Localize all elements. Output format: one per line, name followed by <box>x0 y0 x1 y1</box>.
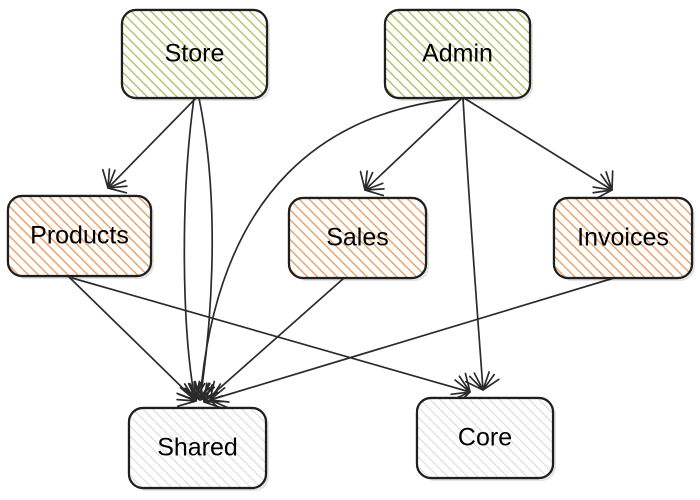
edge-store-to-products <box>101 97 197 194</box>
node-label: Products <box>30 222 129 250</box>
node-sales[interactable]: Sales <box>287 196 429 281</box>
node-fill <box>287 196 428 280</box>
edge-invoices-to-shared <box>209 277 615 414</box>
edge-sales-to-shared <box>199 277 345 409</box>
node-fill <box>552 196 694 280</box>
arrow-head-icon <box>101 168 128 194</box>
node-fill <box>6 194 153 278</box>
node-products[interactable]: Products <box>6 194 154 279</box>
node-label: Shared <box>157 434 238 462</box>
edge-products-to-shared <box>67 275 202 408</box>
node-fill <box>120 8 269 100</box>
edge-line <box>462 97 484 391</box>
edge-products-to-core <box>71 277 471 407</box>
arrow-head-icon <box>176 381 202 408</box>
node-invoices[interactable]: Invoices <box>552 196 695 281</box>
edge-line <box>199 97 463 401</box>
edge-admin-to-sales <box>359 97 463 197</box>
edge-line <box>198 97 214 401</box>
arrow-head-icon <box>359 170 385 197</box>
node-label: Admin <box>422 40 493 68</box>
edge-line <box>463 97 613 191</box>
edge-store-to-shared <box>184 97 219 401</box>
arrow-head-icon <box>450 372 471 407</box>
edge-layer <box>67 97 615 414</box>
edge-line <box>67 275 197 402</box>
edge-line <box>71 277 471 393</box>
node-label: Sales <box>326 224 389 252</box>
arrow-head-icon <box>592 170 614 200</box>
edge-line <box>209 277 615 401</box>
node-store[interactable]: Store <box>120 8 270 101</box>
node-fill <box>415 396 555 480</box>
edge-line <box>364 97 463 191</box>
arrow-head-icon <box>209 380 230 414</box>
edge-line <box>183 97 196 401</box>
node-label: Core <box>458 424 512 452</box>
node-fill <box>383 8 532 100</box>
edge-admin-to-invoices <box>463 97 614 200</box>
node-admin[interactable]: Admin <box>383 8 533 101</box>
arrow-head-icon <box>465 371 500 391</box>
node-core[interactable]: Core <box>415 396 556 481</box>
edge-line <box>107 97 197 189</box>
node-fill <box>127 406 268 490</box>
edge-line <box>203 277 345 403</box>
node-shared[interactable]: Shared <box>127 406 269 491</box>
edge-admin-to-core <box>462 97 500 391</box>
node-label: Store <box>165 40 225 68</box>
node-label: Invoices <box>577 224 669 252</box>
